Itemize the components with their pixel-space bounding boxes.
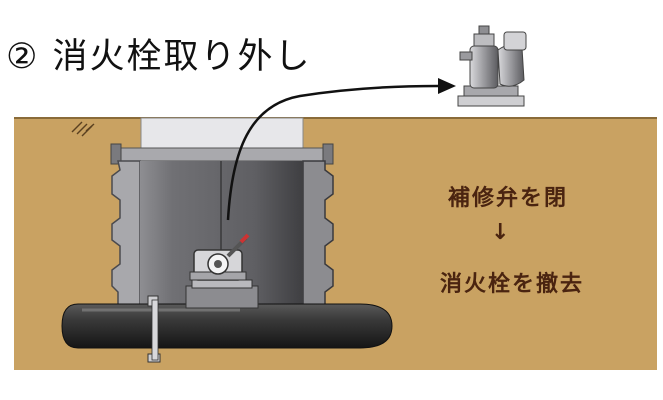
hydrant-icon <box>457 25 527 107</box>
valve-icon <box>189 233 250 281</box>
step-arrow: ↓ <box>491 220 512 245</box>
grass-icon <box>71 121 95 137</box>
step-close-valve-label: 補修弁を閉 <box>448 186 569 211</box>
step-remove-hydrant-label: 消火栓を撤去 <box>440 272 585 297</box>
page-title: ② 消火栓取り外し <box>6 37 312 77</box>
arrow-curve-icon <box>226 78 456 221</box>
